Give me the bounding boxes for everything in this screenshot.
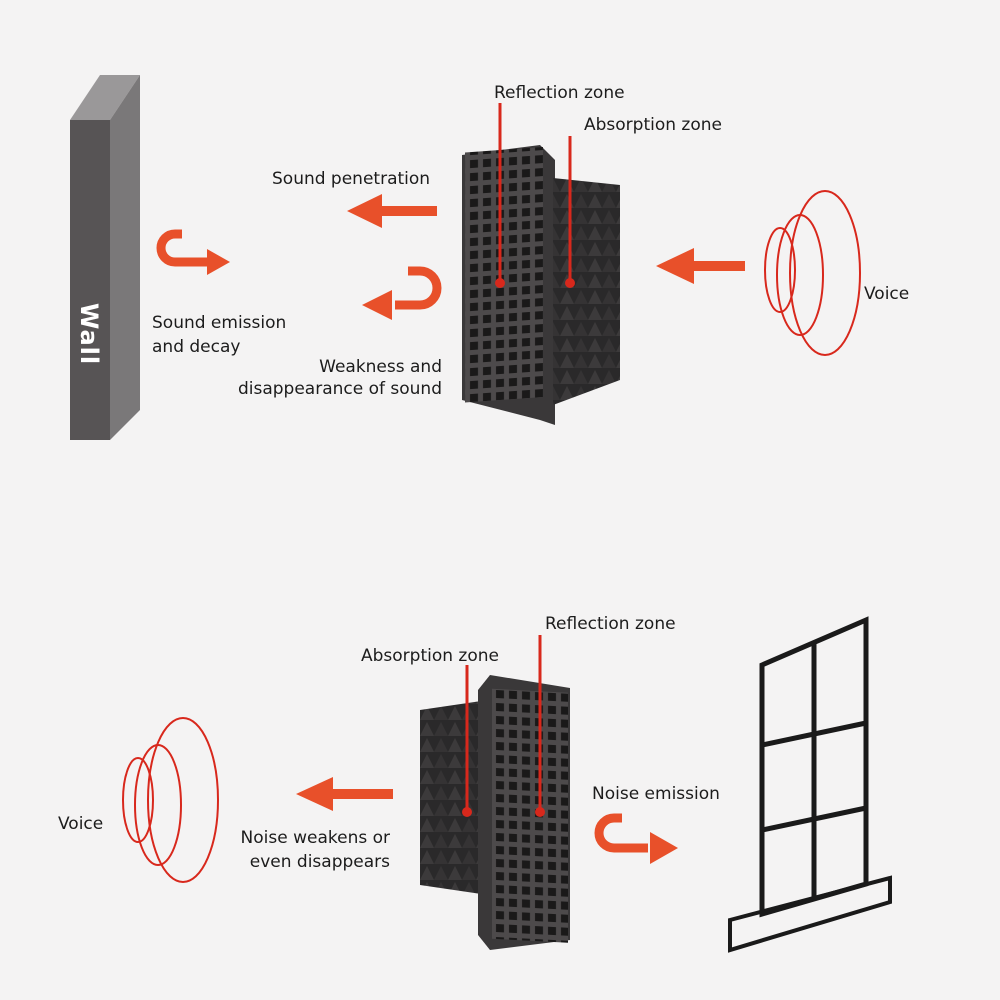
noise-emission-label: Noise emission — [592, 784, 720, 804]
reflection-pointer-line-bottom — [535, 635, 545, 817]
noise-arrow-icon — [296, 777, 393, 811]
bottom-reflection-zone-label: Reflection zone — [545, 614, 676, 634]
voice-arrow-icon — [656, 248, 745, 284]
noise-u-arrow-icon — [594, 813, 678, 864]
sound-emission-label: Sound emission and decay — [152, 313, 287, 357]
u-turn-arrowhead-icon — [207, 249, 230, 275]
reflection-panel — [462, 145, 555, 425]
wall-label: Wall — [75, 302, 104, 366]
weakness-label: Weakness and disappearance of sound — [237, 357, 442, 399]
bottom-voice-label: Voice — [58, 814, 104, 834]
reflection-panel-bottom — [478, 675, 570, 950]
absorption-pointer-line-bottom — [462, 665, 472, 817]
voice-waves-bottom-icon — [122, 717, 219, 883]
absorption-foam — [553, 178, 620, 405]
voice-waves-icon — [764, 190, 861, 356]
top-voice-label: Voice — [864, 284, 910, 304]
top-reflection-zone-label: Reflection zone — [494, 83, 625, 103]
reflection-pointer-line — [495, 103, 505, 288]
sound-penetration-label: Sound penetration — [272, 169, 431, 189]
penetration-arrow-icon — [347, 194, 437, 228]
weakness-u-arrow-icon — [362, 266, 442, 320]
top-absorption-zone-label: Absorption zone — [584, 115, 722, 135]
noise-weakens-label: Noise weakens or even disappears — [240, 828, 390, 872]
absorption-pointer-line — [565, 136, 575, 288]
u-turn-arrow-icon — [156, 229, 210, 267]
absorption-foam-bottom — [420, 700, 488, 895]
window-icon — [728, 616, 892, 953]
wall-block — [70, 75, 140, 440]
bottom-absorption-zone-label: Absorption zone — [361, 646, 499, 666]
